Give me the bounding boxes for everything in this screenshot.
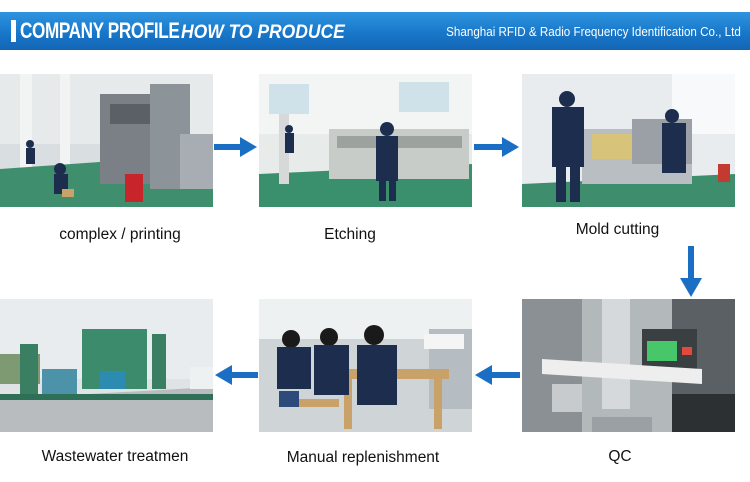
caption-qc: QC	[608, 448, 632, 465]
banner-subtitle: HOW TO PRODUCE	[181, 22, 345, 43]
arrow-left-icon	[215, 365, 258, 385]
photo-mold-cutting	[522, 74, 735, 207]
caption-manual-replenishment: Manual replenishment	[286, 449, 440, 466]
banner-accent-bar	[11, 20, 16, 42]
arrow-right-icon	[214, 137, 257, 157]
photo-printing	[0, 74, 213, 207]
photo-qc	[522, 299, 735, 432]
caption-etching: Etching	[324, 226, 376, 243]
arrow-down-icon	[680, 246, 702, 297]
caption-wastewater: Wastewater treatmen	[41, 448, 189, 465]
caption-printing: complex / printing	[59, 226, 181, 243]
arrow-right-icon	[474, 137, 519, 157]
photo-manual-replenishment	[259, 299, 472, 432]
photo-etching	[259, 74, 472, 207]
company-name: Shanghai RFID & Radio Frequency Identifi…	[446, 25, 741, 39]
photo-wastewater	[0, 299, 213, 432]
header-banner: COMPANY PROFILE HOW TO PRODUCE Shanghai …	[0, 12, 750, 50]
banner-title: COMPANY PROFILE	[20, 18, 180, 43]
arrow-left-icon	[475, 365, 520, 385]
caption-mold-cutting: Mold cutting	[575, 221, 660, 238]
